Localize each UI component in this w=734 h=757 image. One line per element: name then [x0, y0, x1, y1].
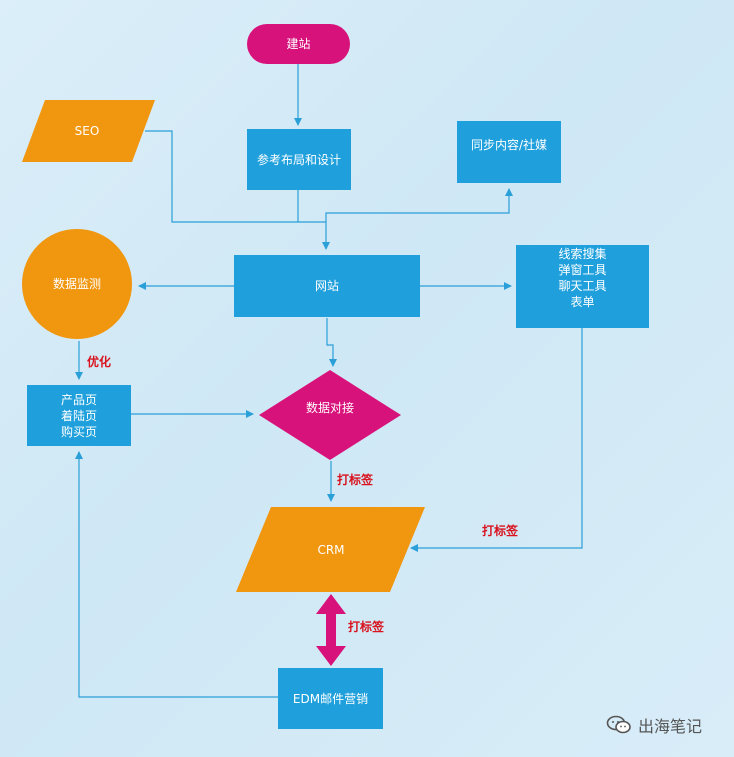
edge-website-to-integration — [326, 318, 337, 367]
edge-label-optimize: 优化 — [87, 355, 112, 369]
shape-reference-design — [247, 129, 351, 190]
shape-lead-tools — [516, 245, 649, 328]
wechat-icon — [606, 715, 631, 734]
shape-build-site — [247, 24, 350, 64]
edge-label-tag-leads: 打标签 — [482, 524, 519, 538]
node-crm: CRM — [317, 542, 345, 557]
shape-data-integration — [259, 370, 401, 460]
watermark-text: 出海笔记 — [638, 717, 703, 736]
shape-crm — [236, 507, 425, 592]
edge-merge-to-website — [298, 221, 330, 250]
edge-seo-to-merge — [145, 130, 298, 223]
shape-website — [234, 255, 420, 317]
edge-merge-to-sync — [325, 188, 513, 222]
node-landing-pages: 产品页 着陆页 购买页 — [60, 392, 97, 439]
node-sync-content: 同步内容/社媒 — [470, 138, 548, 152]
node-lead-tools: 线索搜集 弹窗工具 聊天工具 表单 — [558, 247, 607, 309]
shape-sync-content — [457, 121, 561, 183]
shape-edm — [278, 668, 383, 729]
double-arrow-crm-edm — [316, 594, 346, 666]
edge-label-tag-crm: 打标签 — [337, 473, 374, 487]
node-edm: EDM邮件营销 — [292, 691, 369, 706]
shape-landing-pages — [27, 385, 131, 446]
shape-data-monitor — [22, 229, 132, 339]
shape-seo — [22, 100, 155, 162]
edge-label-tag-edm: 打标签 — [348, 620, 385, 634]
node-seo: SEO — [74, 124, 100, 138]
node-build-site: 建站 — [286, 37, 311, 51]
edge-leads-to-crm — [410, 328, 583, 552]
node-reference-design: 参考布局和设计 — [256, 152, 341, 167]
watermark: 出海笔记 — [606, 713, 702, 737]
node-data-integration: 数据对接 — [305, 401, 354, 415]
edge-edm-to-pages — [75, 451, 278, 698]
node-website: 网站 — [314, 279, 339, 293]
node-data-monitor: 数据监测 — [52, 277, 101, 291]
